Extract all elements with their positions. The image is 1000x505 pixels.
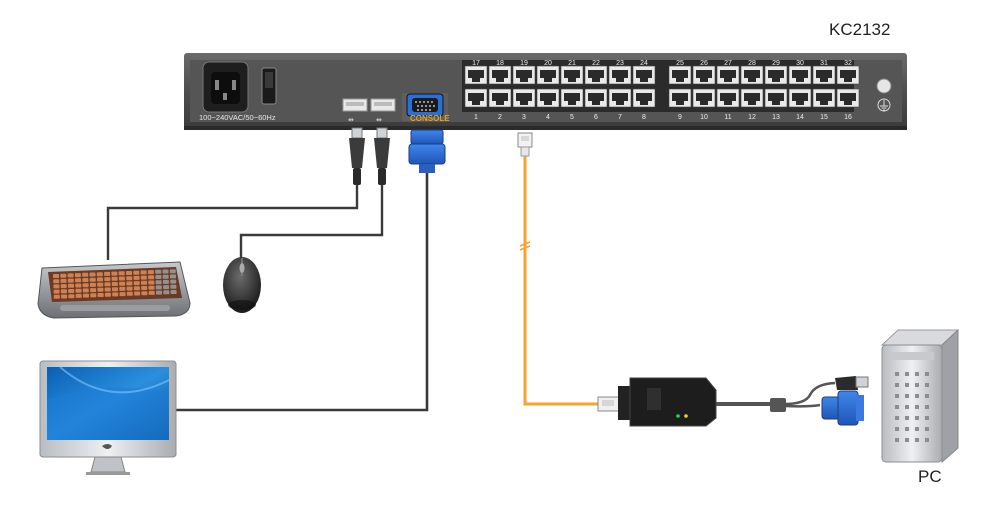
port-top-22[interactable] — [584, 65, 608, 85]
console-label: CONSOLE — [410, 114, 450, 123]
port-bottom-label: 14 — [796, 114, 804, 121]
power-switch-icon[interactable] — [261, 67, 277, 105]
port-top-label: 17 — [472, 60, 480, 67]
port-bottom-label: 5 — [570, 114, 574, 121]
port-bottom-label: 8 — [642, 114, 646, 121]
port-top-30[interactable] — [788, 65, 812, 85]
port-bottom-label: 12 — [748, 114, 756, 121]
port-bottom-1[interactable] — [464, 88, 488, 108]
port-top-label: 31 — [820, 60, 828, 67]
port-top-label: 22 — [592, 60, 600, 67]
port-bottom-6[interactable] — [584, 88, 608, 108]
port-top-24[interactable] — [632, 65, 656, 85]
port-bottom-label: 11 — [724, 114, 731, 121]
port-top-28[interactable] — [740, 65, 764, 85]
port-bottom-16[interactable] — [836, 88, 860, 108]
usb-icon: ⇹ — [376, 117, 382, 124]
port-top-label: 28 — [748, 60, 756, 67]
port-top-label: 32 — [844, 60, 852, 67]
port-top-26[interactable] — [692, 65, 716, 85]
pc-label: PC — [918, 467, 942, 486]
port-bottom-15[interactable] — [812, 88, 836, 108]
port-bottom-3[interactable] — [512, 88, 536, 108]
port-bottom-label: 13 — [772, 114, 780, 121]
port-top-label: 18 — [496, 60, 504, 67]
port-bottom-13[interactable] — [764, 88, 788, 108]
usb-port-1[interactable]: ⇹ — [342, 98, 368, 124]
port-bottom-label: 16 — [844, 114, 852, 121]
port-bottom-5[interactable] — [560, 88, 584, 108]
keyboard-icon — [37, 261, 191, 319]
port-bottom-14[interactable] — [788, 88, 812, 108]
cat-cable — [523, 155, 600, 406]
port-top-25[interactable] — [668, 65, 692, 85]
port-bottom-10[interactable] — [692, 88, 716, 108]
port-bottom-label: 6 — [594, 114, 598, 121]
rj45-plug — [517, 132, 533, 157]
port-top-32[interactable] — [836, 65, 860, 85]
mouse-icon — [223, 257, 261, 313]
port-top-23[interactable] — [608, 65, 632, 85]
usb-port-2[interactable]: ⇹ — [370, 98, 396, 124]
port-bottom-label: 10 — [700, 114, 708, 121]
port-top-29[interactable] — [764, 65, 788, 85]
kvm-adapter-icon — [597, 377, 786, 427]
port-top-label: 27 — [724, 60, 732, 67]
port-bottom-label: 3 — [522, 114, 526, 121]
port-bottom-7[interactable] — [608, 88, 632, 108]
port-bottom-label: 4 — [546, 114, 550, 121]
port-top-31[interactable] — [812, 65, 836, 85]
port-top-label: 29 — [772, 60, 780, 67]
power-inlet-icon — [202, 61, 249, 113]
port-bottom-label: 15 — [820, 114, 828, 121]
port-top-18[interactable] — [488, 65, 512, 85]
port-top-20[interactable] — [536, 65, 560, 85]
power-rating-label: 100~240VAC/50~60Hz — [199, 113, 276, 122]
port-bottom-4[interactable] — [536, 88, 560, 108]
keyboard-usb-cable — [106, 185, 359, 260]
vga-plug — [408, 129, 446, 173]
port-bottom-12[interactable] — [740, 88, 764, 108]
port-bottom-8[interactable] — [632, 88, 656, 108]
port-top-label: 19 — [520, 60, 528, 67]
model-label: KC2132 — [829, 20, 890, 39]
port-top-19[interactable] — [512, 65, 536, 85]
port-bottom-9[interactable] — [668, 88, 692, 108]
port-bottom-label: 9 — [678, 114, 682, 121]
usb-plug-keyboard — [349, 127, 365, 185]
port-bottom-11[interactable] — [716, 88, 740, 108]
vga-port-icon[interactable] — [402, 93, 448, 121]
mouse-usb-cable — [239, 185, 384, 262]
port-bottom-label: 2 — [498, 114, 502, 121]
port-top-21[interactable] — [560, 65, 584, 85]
port-bottom-2[interactable] — [488, 88, 512, 108]
port-top-label: 23 — [616, 60, 624, 67]
usb-plug-mouse — [374, 127, 390, 185]
port-top-label: 25 — [676, 60, 684, 67]
port-bottom-label: 7 — [618, 114, 622, 121]
port-top-27[interactable] — [716, 65, 740, 85]
pc-tower-icon — [880, 328, 960, 464]
monitor-icon — [39, 360, 177, 475]
port-bottom-label: 1 — [474, 114, 478, 121]
adapter-vga-plug — [821, 390, 864, 426]
port-top-label: 30 — [796, 60, 804, 67]
port-top-label: 24 — [640, 60, 648, 67]
port-top-17[interactable] — [464, 65, 488, 85]
port-top-label: 20 — [544, 60, 552, 67]
adapter-usb-plug — [835, 376, 869, 390]
port-top-label: 26 — [700, 60, 708, 67]
monitor-vga-cable — [176, 172, 429, 412]
port-top-label: 21 — [568, 60, 576, 67]
ground-icon — [876, 78, 892, 112]
cables — [106, 155, 836, 412]
usb-icon: ⇹ — [348, 117, 354, 124]
